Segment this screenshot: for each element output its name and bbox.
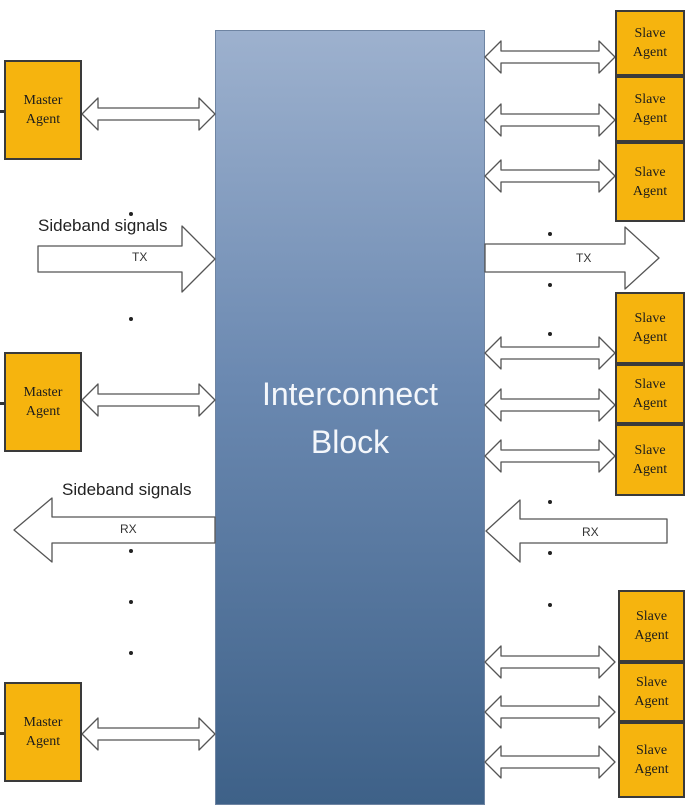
slave-agent-label-line1: Slave: [635, 675, 668, 690]
ellipsis-dot: [129, 212, 133, 216]
slave-agent-label-line2: Agent: [632, 330, 668, 345]
tx-right-label: TX: [576, 251, 592, 265]
ellipsis-dot: [548, 603, 552, 607]
tx-left-label: TX: [132, 250, 148, 264]
master-port-tick: [0, 110, 5, 113]
sideband-tx-label: Sideband signals: [38, 216, 168, 235]
interconnect-block: [215, 30, 485, 805]
master-port-tick: [0, 732, 5, 735]
slave-link-arrow-1: [484, 40, 616, 74]
slave-agent: Slave Agent: [615, 76, 685, 142]
master-port-tick: [0, 402, 5, 405]
ellipsis-dot: [129, 317, 133, 321]
slave-agent-label-line2: Agent: [632, 111, 668, 126]
master-agent-label-line1: Master: [23, 715, 63, 730]
slave-agent-label-line1: Slave: [634, 92, 666, 107]
rx-right-arrow: [485, 499, 668, 563]
slave-agent-label-line2: Agent: [634, 628, 669, 643]
slave-agent-label-line1: Slave: [634, 311, 666, 326]
master-link-arrow-3: [81, 717, 216, 751]
ellipsis-dot: [548, 232, 552, 236]
slave-agent-label-line2: Agent: [632, 184, 668, 199]
rx-left-arrow: [13, 497, 216, 563]
slave-agent: Slave Agent: [618, 722, 685, 798]
slave-agent: Slave Agent: [618, 590, 685, 662]
rx-left-label: RX: [120, 522, 137, 536]
slave-agent-label-line1: Slave: [634, 377, 666, 392]
slave-agent-label-line2: Agent: [634, 694, 669, 709]
slave-agent-label-line2: Agent: [632, 462, 668, 477]
ellipsis-dot: [129, 651, 133, 655]
master-agent-label-line2: Agent: [25, 112, 61, 127]
master-agent: Master Agent: [4, 682, 82, 782]
master-link-arrow-1: [81, 97, 216, 131]
slave-agent: Slave Agent: [615, 424, 685, 496]
ellipsis-dot: [129, 549, 133, 553]
interconnect-title-line2: Block: [310, 424, 390, 460]
slave-link-arrow-4: [484, 336, 616, 370]
slave-agent: Slave Agent: [615, 364, 685, 424]
slave-link-arrow-6: [484, 439, 616, 473]
ellipsis-dot: [129, 600, 133, 604]
slave-link-arrow-2: [484, 103, 616, 137]
slave-link-arrow-9: [484, 745, 616, 779]
ellipsis-dot: [548, 500, 552, 504]
sideband-rx-label: Sideband signals: [62, 480, 192, 499]
rx-right-label: RX: [582, 525, 599, 539]
master-agent-label-line1: Master: [23, 93, 63, 108]
slave-agent-label-line1: Slave: [635, 743, 668, 758]
slave-agent: Slave Agent: [615, 10, 685, 76]
slave-link-arrow-8: [484, 695, 616, 729]
slave-link-arrow-3: [484, 159, 616, 193]
master-agent: Master Agent: [4, 60, 82, 160]
master-agent-label-line1: Master: [23, 385, 63, 400]
master-link-arrow-2: [81, 383, 216, 417]
interconnect-title-line1: Interconnect: [261, 376, 439, 412]
master-agent-label-line2: Agent: [25, 734, 61, 749]
slave-link-arrow-7: [484, 645, 616, 679]
slave-agent-label-line2: Agent: [632, 45, 668, 60]
tx-left-arrow: [37, 225, 216, 293]
slave-agent: Slave Agent: [615, 142, 685, 222]
slave-agent-label-line1: Slave: [634, 443, 666, 458]
slave-agent-label-line1: Slave: [634, 26, 666, 41]
ellipsis-dot: [548, 283, 552, 287]
slave-agent: Slave Agent: [618, 662, 685, 722]
tx-right-arrow: [484, 226, 660, 290]
slave-agent-label-line2: Agent: [634, 762, 669, 777]
slave-agent-label-line1: Slave: [635, 609, 668, 624]
slave-link-arrow-5: [484, 388, 616, 422]
slave-agent: Slave Agent: [615, 292, 685, 364]
ellipsis-dot: [548, 551, 552, 555]
slave-agent-label-line2: Agent: [632, 396, 668, 411]
slave-agent-label-line1: Slave: [634, 165, 666, 180]
ellipsis-dot: [548, 332, 552, 336]
master-agent-label-line2: Agent: [25, 404, 61, 419]
master-agent: Master Agent: [4, 352, 82, 452]
